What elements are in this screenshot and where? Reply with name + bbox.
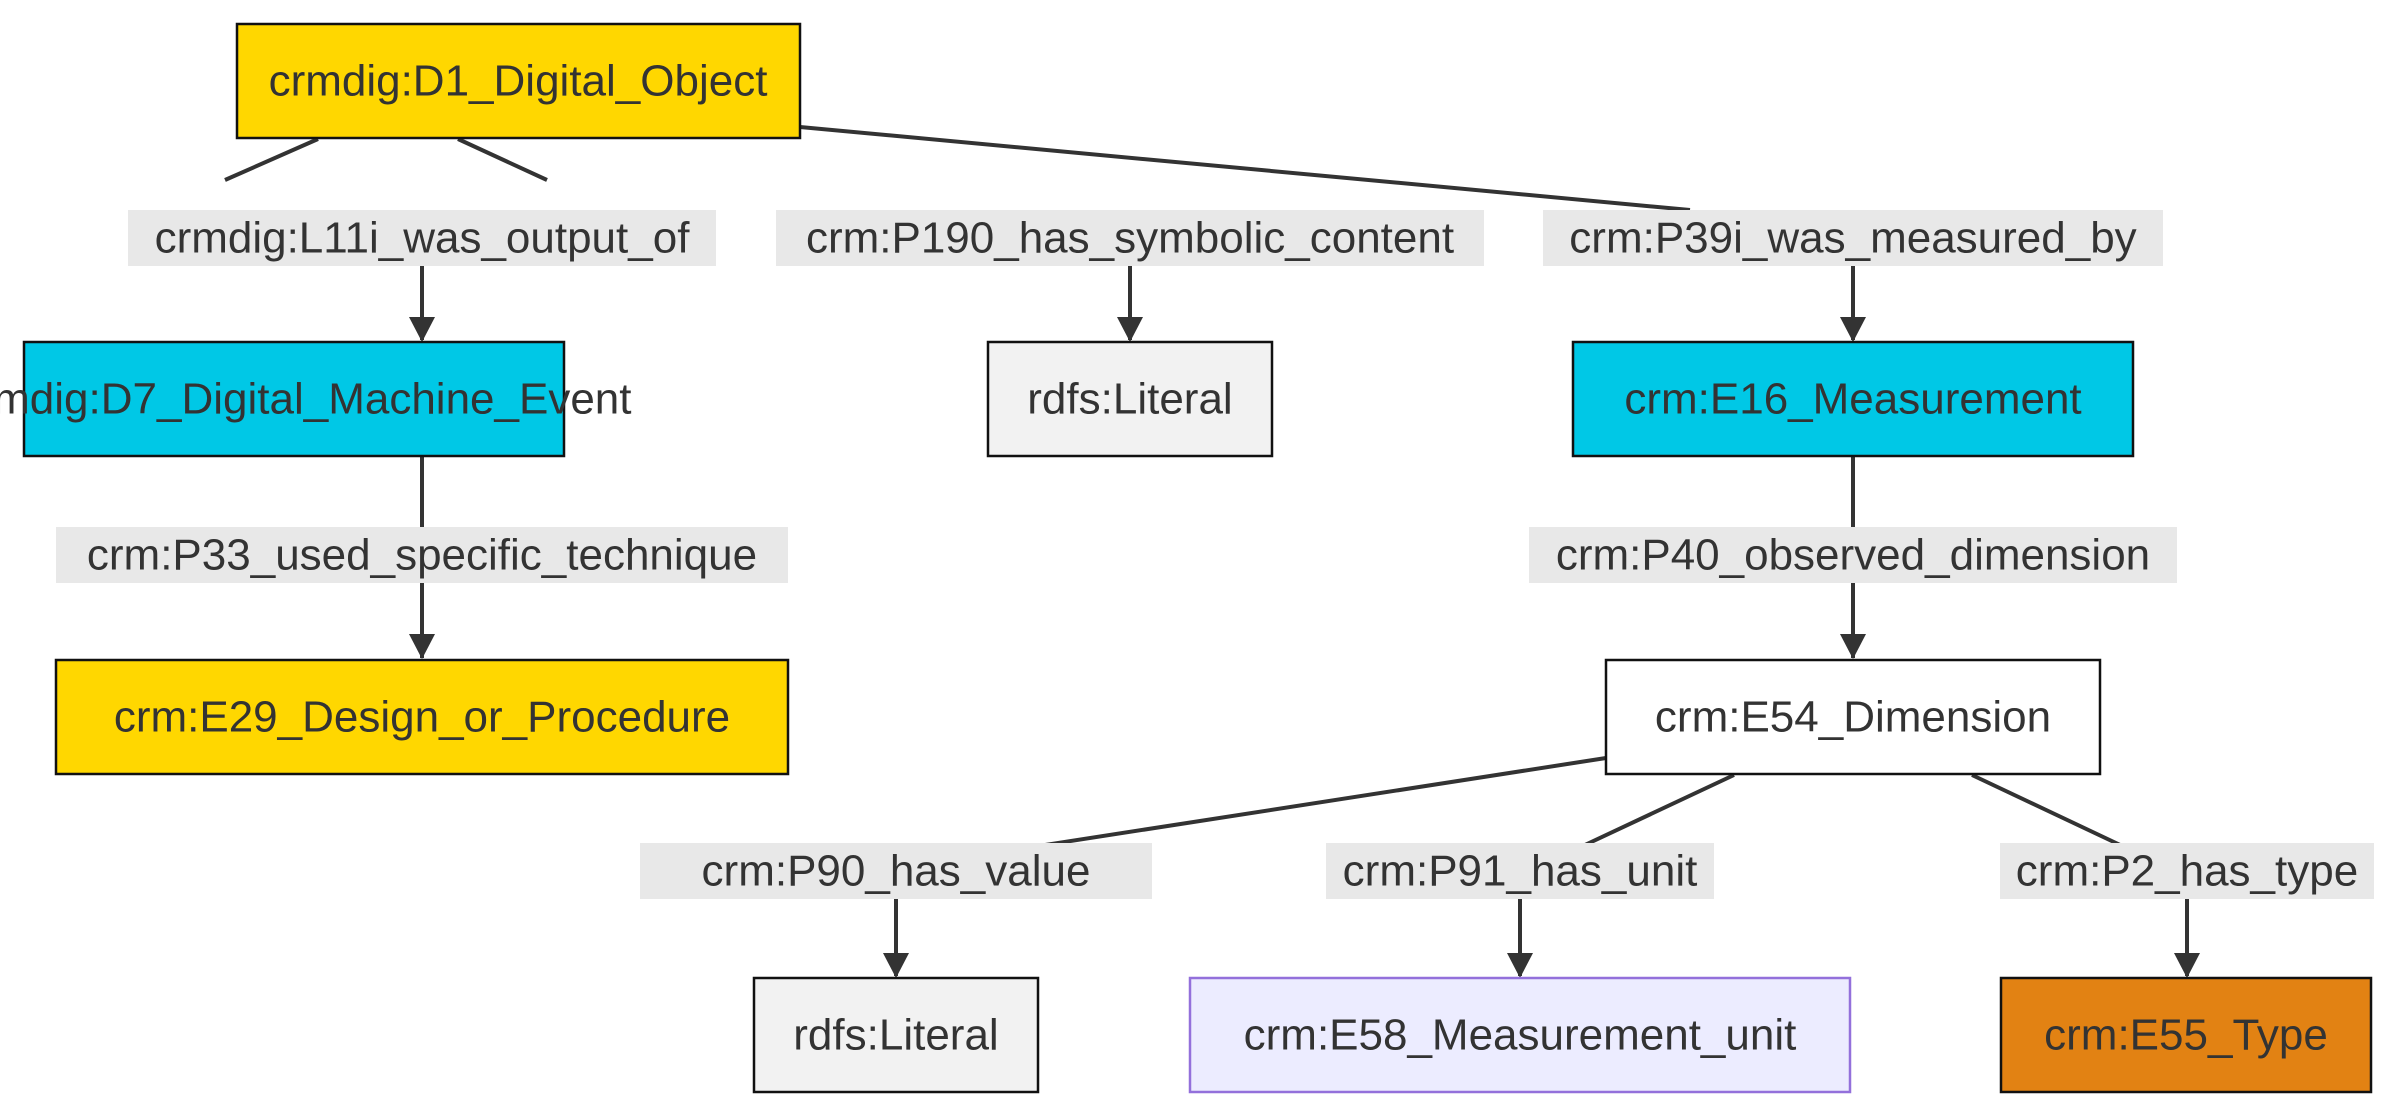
node-machine-event[interactable]: crmdig:D7_Digital_Machine_Event [0, 340, 632, 458]
arrow-has-symbolic-content [1117, 317, 1143, 342]
edges [224, 125, 2200, 978]
node-design-procedure[interactable]: crm:E29_Design_or_Procedure [54, 658, 790, 776]
node-measurement-unit-label: crm:E58_Measurement_unit [1244, 1011, 1797, 1060]
node-measurement-label: crm:E16_Measurement [1624, 375, 2081, 424]
node-literal-symbolic[interactable]: rdfs:Literal [986, 340, 1274, 458]
node-dimension[interactable]: crm:E54_Dimension [1604, 658, 2102, 776]
edge-label-was-measured-by: crm:P39i_was_measured_by [1543, 210, 2163, 266]
edge-label-has-unit: crm:P91_has_unit [1326, 843, 1714, 899]
arrow-was-measured-by [1840, 317, 1866, 342]
node-type[interactable]: crm:E55_Type [1999, 976, 2373, 1094]
arrow-used-specific-technique [409, 634, 435, 659]
node-digital-object-label: crmdig:D1_Digital_Object [269, 57, 768, 106]
node-dimension-label: crm:E54_Dimension [1655, 693, 2051, 742]
node-design-procedure-label: crm:E29_Design_or_Procedure [114, 693, 730, 742]
edge-label-was-measured-by-text: crm:P39i_was_measured_by [1569, 214, 2136, 263]
edge-label-has-symbolic-content-text: crm:P190_has_symbolic_content [806, 214, 1454, 263]
arrow-has-type [2174, 953, 2200, 978]
edge-label-used-specific-technique: crm:P33_used_specific_technique [56, 527, 788, 583]
node-literal-value[interactable]: rdfs:Literal [752, 976, 1040, 1094]
arrow-observed-dimension [1840, 634, 1866, 659]
arrow-has-unit [1507, 953, 1533, 978]
node-measurement-unit[interactable]: crm:E58_Measurement_unit [1188, 976, 1852, 1094]
node-measurement[interactable]: crm:E16_Measurement [1571, 340, 2135, 458]
edge-label-observed-dimension: crm:P40_observed_dimension [1529, 527, 2177, 583]
node-machine-event-label: crmdig:D7_Digital_Machine_Event [0, 375, 632, 424]
node-digital-object[interactable]: crmdig:D1_Digital_Object [235, 22, 802, 140]
edge-label-has-value: crm:P90_has_value [640, 843, 1152, 899]
node-type-label: crm:E55_Type [2044, 1011, 2328, 1060]
nodes: crmdig:D1_Digital_Object crmdig:D7_Digit… [0, 22, 2373, 1094]
edge-label-observed-dimension-text: crm:P40_observed_dimension [1556, 531, 2150, 580]
edge-label-has-symbolic-content: crm:P190_has_symbolic_content [776, 210, 1484, 266]
edge-label-was-output-of-text: crmdig:L11i_was_output_of [155, 214, 691, 263]
edge-label-has-type-text: crm:P2_has_type [2016, 847, 2358, 896]
arrow-was-output-of [409, 317, 435, 342]
node-literal-value-label: rdfs:Literal [793, 1011, 998, 1060]
node-literal-symbolic-label: rdfs:Literal [1027, 375, 1232, 424]
edge-label-has-value-text: crm:P90_has_value [702, 847, 1091, 896]
edge-label-has-unit-text: crm:P91_has_unit [1343, 847, 1698, 896]
arrow-has-value [883, 953, 909, 978]
edge-labels: crmdig:L11i_was_output_of crm:P190_has_s… [56, 210, 2374, 899]
edge-label-was-output-of: crmdig:L11i_was_output_of [128, 210, 716, 266]
edge-label-has-type: crm:P2_has_type [2000, 843, 2374, 899]
edge-label-used-specific-technique-text: crm:P33_used_specific_technique [87, 531, 757, 580]
